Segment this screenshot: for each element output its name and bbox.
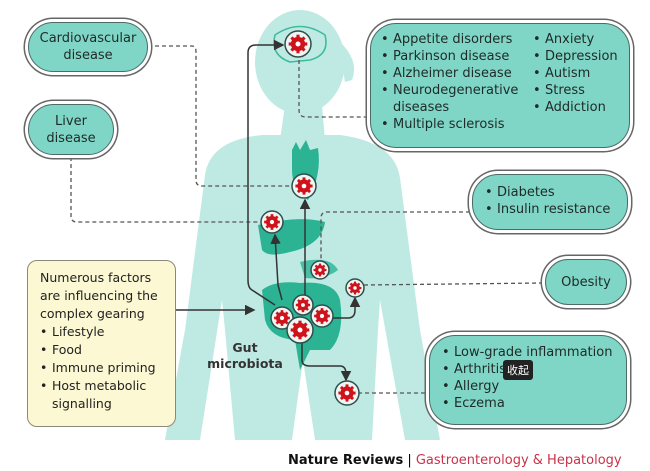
list-item: Anxiety [533,31,618,48]
list-item: Host metabolic signalling [40,377,167,413]
list-item: Appetite disorders [381,31,523,48]
gut-microbiota-label: Gut microbiota [207,340,283,371]
gear-icon [310,304,334,328]
liver-disease-label: Liver disease [46,113,96,146]
list-item: Food [40,341,167,359]
list-item: Addiction [533,99,618,116]
factors-intro: Numerous factors are influencing the com… [40,270,158,321]
immune-disorders-list: Low-grade inflammationArthritisAllergyEc… [442,344,614,412]
factors-list: LifestyleFoodImmune primingHost metaboli… [40,323,167,413]
immune-disorders-box: Low-grade inflammationArthritisAllergyEc… [429,335,627,425]
factors-box: Numerous factors are influencing the com… [27,260,176,427]
dashed-connectors [70,45,544,394]
gear-icon [334,380,360,406]
list-item: Immune priming [40,359,167,377]
list-item: Parkinson disease [381,48,523,65]
list-item: Autism [533,65,618,82]
collapse-tooltip[interactable]: 收起 [503,360,533,380]
metabolic-disorders-box: DiabetesInsulin resistance [472,174,628,230]
list-item: Eczema [442,395,614,412]
gear-icon [260,210,284,234]
liver-disease-box: Liver disease [28,104,114,155]
solid-arrows [176,39,361,382]
brain-disorders-list-right: AnxietyDepressionAutismStressAddiction [533,31,618,140]
cardiovascular-disease-label: Cardiovascular disease [39,31,137,63]
list-item: Arthritis [442,361,614,378]
gear-icon [292,294,314,316]
footer-separator: | [403,453,416,468]
list-item: Insulin resistance [485,201,615,218]
gear-icon [291,173,317,199]
gear-icon [345,278,365,298]
obesity-box: Obesity [545,259,627,305]
metabolic-disorders-list: DiabetesInsulin resistance [485,184,615,218]
publisher-name: Nature Reviews [288,453,404,468]
list-item: Neurodegenerative diseases [381,82,523,116]
brain-disorders-box: Appetite disordersParkinson diseaseAlzhe… [370,23,630,148]
list-item: Depression [533,48,618,65]
list-item: Alzheimer disease [381,65,523,82]
list-item: Lifestyle [40,323,167,341]
list-item: Allergy [442,378,614,395]
brain [273,25,327,63]
gear-icon [284,30,312,58]
gears [260,30,365,406]
gear-icon [270,306,294,330]
journal-name: Gastroenterology & Hepatology [415,453,622,468]
list-item: Multiple sclerosis [381,116,523,133]
cardiovascular-disease-box: Cardiovascular disease [28,22,148,72]
footer-credit: Nature Reviews | Gastroenterology & Hepa… [288,453,622,468]
gear-icon [310,260,330,280]
gear-icon [286,316,314,344]
list-item: Diabetes [485,184,615,201]
obesity-label: Obesity [561,274,611,290]
list-item: Stress [533,82,618,99]
brain-disorders-list-left: Appetite disordersParkinson diseaseAlzhe… [381,31,523,140]
list-item: Low-grade inflammation [442,344,614,361]
